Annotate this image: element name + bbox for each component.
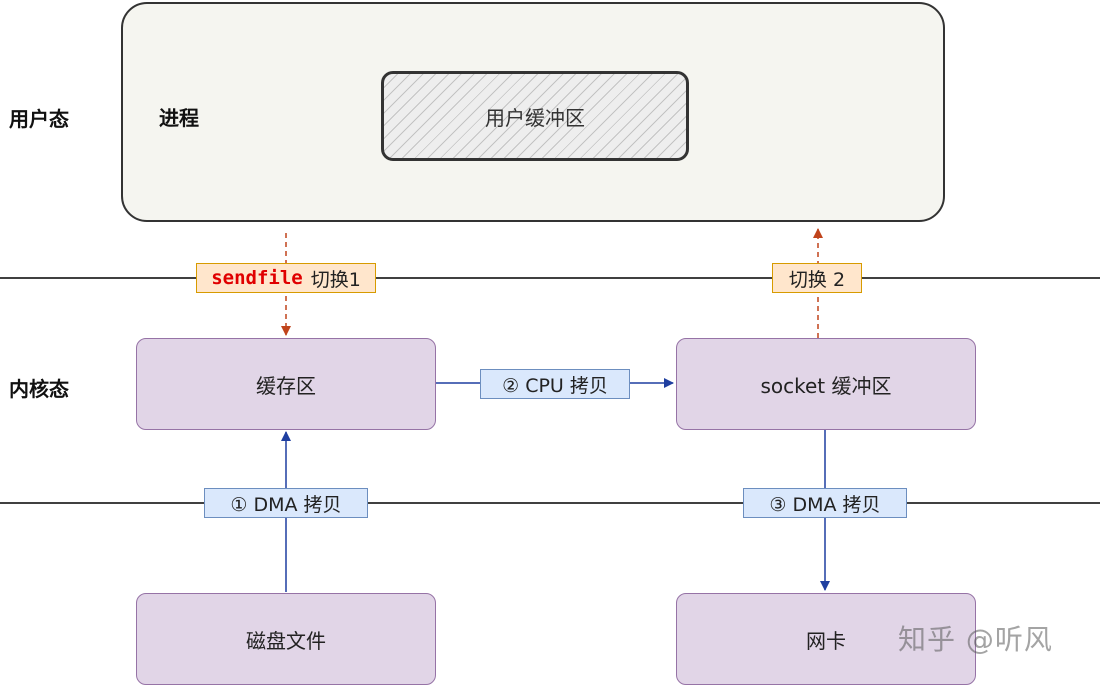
- socket-buffer-label: socket 缓冲区: [760, 373, 892, 398]
- kernel-mode-label: 内核态: [9, 377, 69, 401]
- cpu-copy-2-tag: ② CPU 拷贝: [480, 369, 630, 399]
- switch-1-label: 切换1: [310, 268, 361, 291]
- socket-buffer-box: socket 缓冲区: [676, 338, 976, 430]
- nic-box: 网卡: [676, 593, 976, 685]
- dma-copy-1-label: ① DMA 拷贝: [230, 493, 342, 516]
- dma-copy-1-tag: ① DMA 拷贝: [204, 488, 368, 518]
- page-cache-label: 缓存区: [256, 373, 316, 398]
- switch-1-tag: sendfile 切换1: [196, 263, 376, 293]
- cpu-copy-2-label: ② CPU 拷贝: [502, 374, 608, 397]
- dma-copy-3-label: ③ DMA 拷贝: [769, 493, 881, 516]
- dma-copy-3-tag: ③ DMA 拷贝: [743, 488, 907, 518]
- user-mode-label: 用户态: [9, 107, 69, 131]
- process-container: 进程 用户缓冲区: [121, 2, 945, 222]
- page-cache-box: 缓存区: [136, 338, 436, 430]
- watermark: 知乎 @听风: [898, 623, 1053, 656]
- disk-file-box: 磁盘文件: [136, 593, 436, 685]
- nic-label: 网卡: [806, 628, 846, 653]
- sendfile-keyword: sendfile: [211, 267, 303, 289]
- user-buffer-label: 用户缓冲区: [485, 105, 585, 130]
- switch-2-tag: 切换 2: [772, 263, 862, 293]
- disk-file-label: 磁盘文件: [246, 628, 326, 653]
- switch-2-label: 切换 2: [788, 268, 846, 291]
- process-label: 进程: [159, 106, 199, 130]
- user-buffer-box: 用户缓冲区: [381, 71, 689, 161]
